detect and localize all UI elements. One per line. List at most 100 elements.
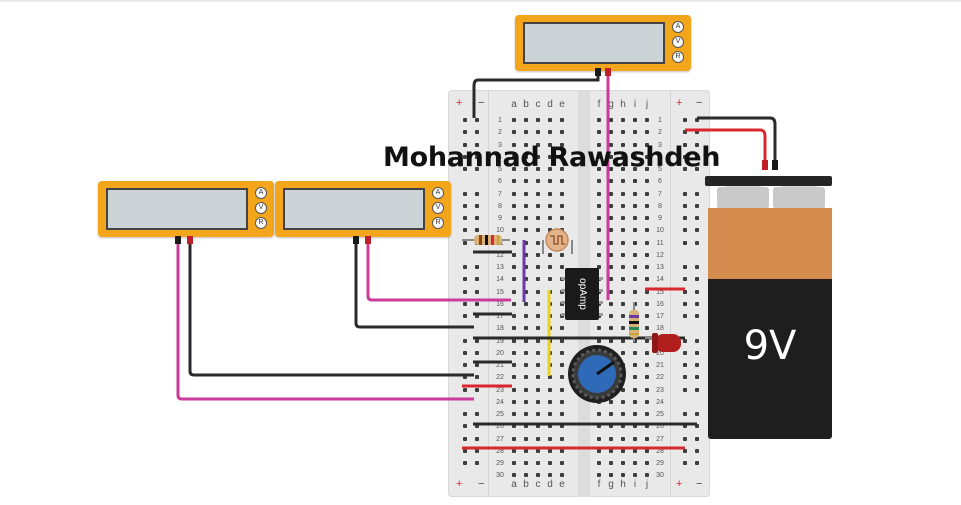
breadboard-hole[interactable]: [524, 130, 528, 135]
breadboard-hole[interactable]: [633, 424, 637, 429]
breadboard-hole[interactable]: [597, 130, 601, 135]
rail-hole[interactable]: [695, 203, 699, 208]
rail-hole[interactable]: [463, 191, 467, 196]
breadboard-hole[interactable]: [645, 154, 649, 159]
breadboard-hole[interactable]: [609, 167, 613, 171]
breadboard-hole[interactable]: [633, 387, 637, 392]
rail-hole[interactable]: [475, 301, 479, 306]
breadboard-hole[interactable]: [536, 326, 540, 331]
rail-hole[interactable]: [463, 363, 467, 367]
breadboard-hole[interactable]: [512, 412, 516, 416]
breadboard-hole[interactable]: [560, 399, 564, 404]
rail-hole[interactable]: [683, 216, 687, 220]
breadboard-hole[interactable]: [524, 179, 528, 184]
rail-hole[interactable]: [475, 118, 479, 122]
breadboard-hole[interactable]: [560, 326, 564, 331]
breadboard-hole[interactable]: [512, 252, 516, 257]
breadboard-hole[interactable]: [609, 240, 613, 245]
breadboard-hole[interactable]: [597, 216, 601, 220]
mode-v-button[interactable]: V: [432, 202, 444, 214]
rail-hole[interactable]: [463, 142, 467, 147]
breadboard-hole[interactable]: [512, 142, 516, 147]
breadboard-hole[interactable]: [633, 461, 637, 465]
rail-hole[interactable]: [463, 424, 467, 429]
breadboard-hole[interactable]: [512, 118, 516, 122]
breadboard-hole[interactable]: [536, 179, 540, 184]
breadboard-hole[interactable]: [633, 436, 637, 441]
rail-hole[interactable]: [475, 265, 479, 269]
breadboard-hole[interactable]: [524, 473, 528, 478]
rail-hole[interactable]: [463, 375, 467, 380]
breadboard-hole[interactable]: [645, 191, 649, 196]
breadboard-hole[interactable]: [548, 436, 552, 441]
rail-hole[interactable]: [683, 154, 687, 159]
breadboard-hole[interactable]: [621, 228, 625, 233]
breadboard-hole[interactable]: [536, 363, 540, 367]
breadboard-hole[interactable]: [560, 387, 564, 392]
breadboard-hole[interactable]: [560, 118, 564, 122]
rail-hole[interactable]: [695, 142, 699, 147]
breadboard-hole[interactable]: [645, 167, 649, 171]
breadboard-hole[interactable]: [548, 277, 552, 282]
mode-v-button[interactable]: V: [255, 202, 267, 214]
rail-hole[interactable]: [463, 412, 467, 416]
rail-hole[interactable]: [475, 375, 479, 380]
breadboard-hole[interactable]: [633, 179, 637, 184]
breadboard-hole[interactable]: [645, 314, 649, 318]
rail-hole[interactable]: [463, 203, 467, 208]
breadboard-hole[interactable]: [548, 118, 552, 122]
breadboard-hole[interactable]: [512, 399, 516, 404]
breadboard-hole[interactable]: [524, 191, 528, 196]
breadboard-hole[interactable]: [548, 387, 552, 392]
rail-hole[interactable]: [683, 436, 687, 441]
breadboard-hole[interactable]: [536, 350, 540, 355]
breadboard-hole[interactable]: [597, 142, 601, 147]
rail-hole[interactable]: [695, 277, 699, 282]
breadboard-hole[interactable]: [548, 252, 552, 257]
breadboard-hole[interactable]: [645, 179, 649, 184]
breadboard-hole[interactable]: [609, 289, 613, 294]
breadboard-hole[interactable]: [560, 424, 564, 429]
breadboard-hole[interactable]: [548, 399, 552, 404]
breadboard-hole[interactable]: [536, 228, 540, 233]
breadboard-hole[interactable]: [633, 363, 637, 367]
breadboard-hole[interactable]: [609, 154, 613, 159]
breadboard-hole[interactable]: [645, 228, 649, 233]
breadboard-hole[interactable]: [512, 326, 516, 331]
breadboard-hole[interactable]: [512, 473, 516, 478]
breadboard-hole[interactable]: [548, 154, 552, 159]
rail-hole[interactable]: [683, 448, 687, 453]
multimeter-3[interactable]: A V R: [515, 15, 691, 71]
breadboard-hole[interactable]: [621, 301, 625, 306]
breadboard-hole[interactable]: [621, 154, 625, 159]
rail-hole[interactable]: [695, 118, 699, 122]
rail-hole[interactable]: [475, 424, 479, 429]
breadboard-hole[interactable]: [524, 240, 528, 245]
rail-hole[interactable]: [695, 424, 699, 429]
rail-hole[interactable]: [683, 191, 687, 196]
rail-hole[interactable]: [683, 375, 687, 380]
breadboard-hole[interactable]: [621, 203, 625, 208]
rail-hole[interactable]: [695, 412, 699, 416]
breadboard-hole[interactable]: [645, 399, 649, 404]
breadboard-hole[interactable]: [548, 375, 552, 380]
rail-hole[interactable]: [475, 314, 479, 318]
breadboard-hole[interactable]: [621, 326, 625, 331]
breadboard-hole[interactable]: [536, 301, 540, 306]
breadboard-hole[interactable]: [645, 375, 649, 380]
breadboard-hole[interactable]: [621, 216, 625, 220]
breadboard-hole[interactable]: [645, 216, 649, 220]
breadboard-hole[interactable]: [645, 424, 649, 429]
breadboard-hole[interactable]: [536, 399, 540, 404]
breadboard-hole[interactable]: [548, 424, 552, 429]
rail-hole[interactable]: [695, 350, 699, 355]
breadboard-hole[interactable]: [524, 338, 528, 343]
breadboard-hole[interactable]: [597, 228, 601, 233]
breadboard-hole[interactable]: [609, 399, 613, 404]
rail-hole[interactable]: [683, 265, 687, 269]
breadboard-hole[interactable]: [560, 252, 564, 257]
breadboard-hole[interactable]: [524, 142, 528, 147]
breadboard-hole[interactable]: [560, 179, 564, 184]
rail-hole[interactable]: [463, 240, 467, 245]
breadboard-hole[interactable]: [512, 154, 516, 159]
